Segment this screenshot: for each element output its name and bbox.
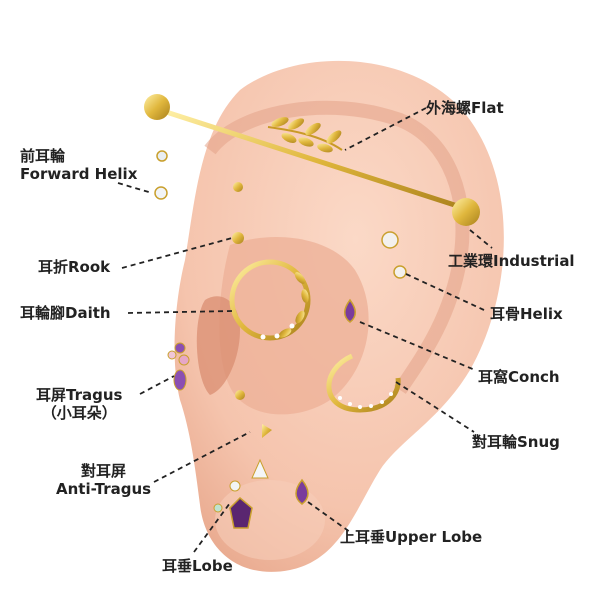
leader-tragus — [139, 375, 175, 395]
label-lobe: 耳垂Lobe — [162, 557, 233, 575]
helix-opal-top — [381, 231, 399, 249]
label-industrial: 工業環Industrial — [448, 252, 575, 270]
lobe-crystal-stud — [251, 458, 269, 479]
lobe-green-stud — [213, 503, 223, 513]
label-anti-tragus: 對耳屏 Anti-Tragus — [56, 462, 151, 498]
upper-lobe-amethyst-stud — [295, 478, 309, 505]
snug-hoop-stones — [338, 392, 393, 409]
rook-ball-bottom — [232, 232, 244, 244]
label-forward-helix-zh: 前耳輪 — [20, 147, 66, 165]
label-snug: 對耳輪Snug — [472, 433, 560, 451]
leader-snug — [395, 381, 475, 433]
helix-opal-bottom — [393, 265, 407, 279]
leader-flat — [344, 107, 427, 151]
conch-amethyst-stud — [344, 298, 356, 323]
label-anti-tragus-zh: 對耳屏 — [81, 462, 127, 480]
leader-rook — [121, 237, 233, 269]
forward-helix-stud-1 — [156, 150, 168, 162]
label-flat: 外海螺Flat — [426, 99, 504, 117]
industrial-bar — [157, 107, 473, 213]
lobe-amethyst-drop — [229, 496, 253, 529]
rook-ball-top — [233, 182, 243, 192]
label-daith: 耳輪腳Daith — [20, 304, 111, 322]
snug-hoop — [326, 353, 401, 413]
label-rook: 耳折Rook — [38, 258, 111, 276]
industrial-ball-left — [144, 94, 170, 120]
ear-canal — [196, 296, 240, 395]
label-forward-helix-en: Forward Helix — [20, 165, 138, 183]
leader-conch — [359, 321, 476, 371]
leader-lobe — [193, 502, 231, 553]
tragus-cluster-stud — [167, 342, 190, 391]
flat-leaf-stud — [267, 117, 343, 153]
leader-forward-helix — [117, 182, 153, 194]
label-upper-lobe: 上耳垂Upper Lobe — [340, 528, 483, 546]
label-anti-tragus-en: Anti-Tragus — [56, 480, 152, 498]
industrial-ball-right — [452, 198, 480, 226]
label-conch: 耳窩Conch — [478, 368, 560, 386]
ear-helix-fold — [204, 100, 470, 394]
label-tragus: 耳屏Tragus （小耳朵） — [36, 386, 122, 422]
anti-tragus-spike — [262, 424, 272, 438]
daith-hoop-leaves — [260, 272, 309, 340]
label-forward-helix: 前耳輪 Forward Helix — [20, 147, 137, 183]
leader-anti-tragus — [153, 431, 251, 483]
leader-industrial — [469, 229, 493, 249]
anti-tragus-ball-1 — [235, 390, 245, 400]
lobe-small-stud — [229, 480, 241, 492]
label-tragus-alt: （小耳朵） — [41, 404, 117, 422]
forward-helix-stud-2 — [154, 186, 168, 200]
label-tragus-main: 耳屏Tragus — [36, 386, 123, 404]
label-helix: 耳骨Helix — [490, 305, 563, 323]
